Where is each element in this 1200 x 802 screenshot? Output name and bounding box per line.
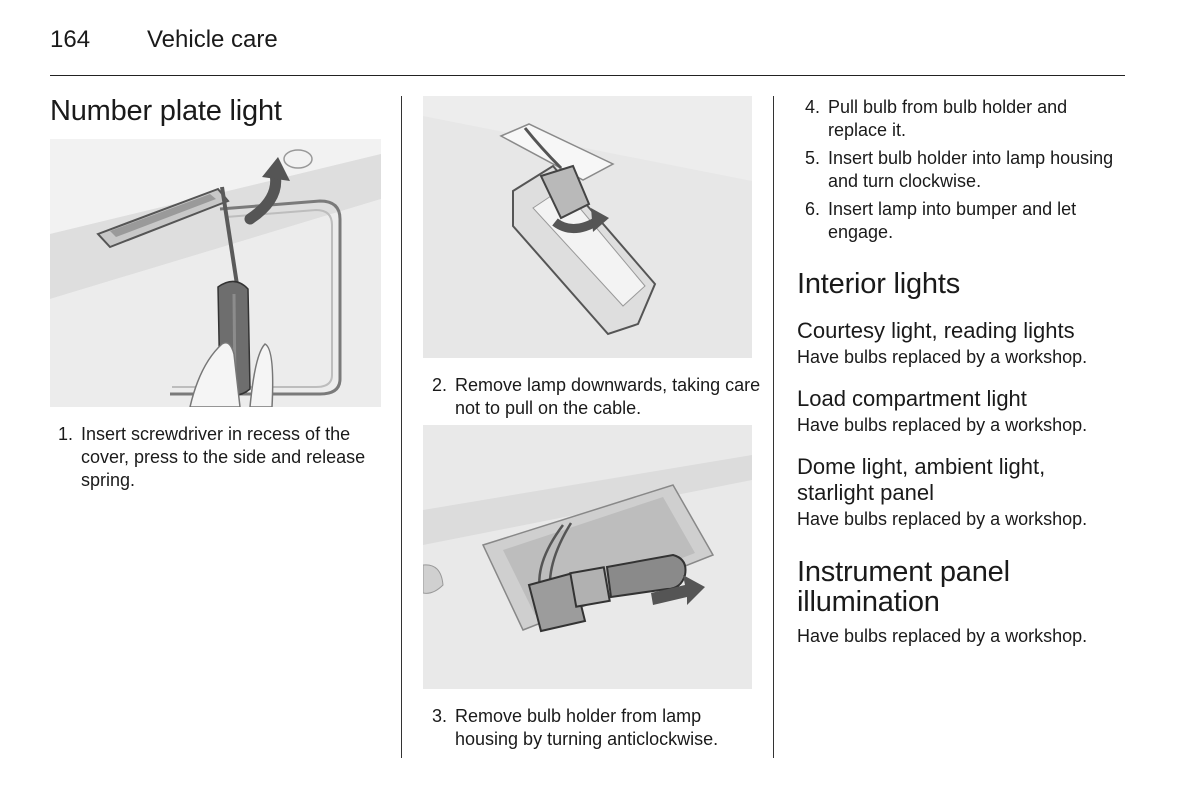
- illustration-lamp-removal: [423, 96, 752, 358]
- step-3: 3. Remove bulb holder from lamp housing …: [432, 705, 762, 751]
- step-4-text: Pull bulb from bulb holder and replace i…: [828, 97, 1068, 140]
- illustration-bulb-holder: [423, 425, 752, 689]
- instrument-panel-text: Have bulbs replaced by a workshop.: [797, 626, 1088, 646]
- column-divider-right: [773, 96, 774, 758]
- step-1: 1. Insert screwdriver in recess of the c…: [58, 423, 388, 492]
- load-compartment-text: Have bulbs replaced by a workshop.: [797, 415, 1088, 435]
- step-4: 4. Pull bulb from bulb holder and replac…: [805, 96, 1125, 142]
- step-2-number: 2.: [432, 375, 448, 395]
- header-divider: [50, 75, 1125, 76]
- step-6-text: Insert lamp into bumper and let engage.: [828, 199, 1077, 242]
- illustration-screwdriver: [50, 139, 381, 407]
- courtesy-light-heading: Courtesy light, reading lights: [797, 318, 1075, 343]
- dome-light-text: Have bulbs replaced by a workshop.: [797, 509, 1088, 529]
- step-5-number: 5.: [805, 148, 821, 168]
- step-6-number: 6.: [805, 199, 821, 219]
- interior-lights-heading: Interior lights: [797, 268, 961, 300]
- step-2-text: Remove lamp downwards, taking care not t…: [455, 375, 761, 418]
- step-1-text: Insert screwdriver in recess of the cove…: [81, 424, 366, 490]
- courtesy-light-text: Have bulbs replaced by a workshop.: [797, 347, 1088, 367]
- number-plate-light-heading: Number plate light: [50, 95, 282, 127]
- step-3-text: Remove bulb holder from lamp housing by …: [455, 706, 719, 749]
- column-divider-left: [401, 96, 402, 758]
- step-4-number: 4.: [805, 97, 821, 117]
- load-compartment-heading: Load compartment light: [797, 386, 1027, 411]
- section-title: Vehicle care: [147, 26, 278, 53]
- instrument-panel-heading: Instrument panel illumination: [797, 556, 1010, 618]
- step-5-text: Insert bulb holder into lamp housing and…: [828, 148, 1114, 191]
- step-5: 5. Insert bulb holder into lamp housing …: [805, 147, 1125, 193]
- step-6: 6. Insert lamp into bumper and let engag…: [805, 198, 1125, 244]
- step-1-number: 1.: [58, 424, 74, 444]
- page-number: 164: [50, 26, 91, 53]
- dome-light-heading: Dome light, ambient light, starlight pan…: [797, 454, 1046, 505]
- step-2: 2. Remove lamp downwards, taking care no…: [432, 374, 762, 420]
- step-3-number: 3.: [432, 706, 448, 726]
